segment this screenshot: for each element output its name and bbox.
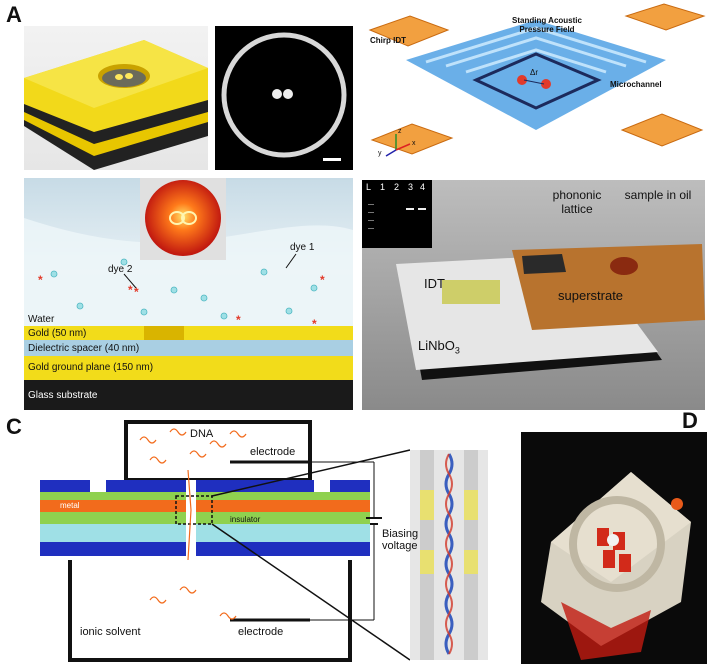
label-delta-r: Δr — [530, 68, 539, 77]
svg-text:*: * — [134, 285, 139, 299]
label-linbo3-sub: 3 — [454, 345, 460, 356]
label-sample-in-oil: sample in oil — [624, 188, 692, 202]
panel-label-d: D — [682, 408, 698, 433]
label-linbo3-main: LiNbO — [418, 338, 455, 353]
gel-lane-2: 2 — [394, 182, 400, 192]
label-dna: DNA — [190, 428, 214, 440]
svg-text:*: * — [38, 273, 43, 287]
gel-lane-l: L — [366, 182, 372, 192]
gel-lane-4: 4 — [420, 182, 426, 192]
svg-text:*: * — [312, 317, 317, 331]
label-linbo3: LiNbO3 — [418, 338, 460, 356]
axis-z-label: z — [398, 128, 402, 135]
panel-label-a: A — [6, 2, 22, 27]
label-idt: IDT — [424, 276, 445, 291]
label-electrode-top: electrode — [250, 446, 296, 458]
label-phononic-lattice: phononic lattice — [552, 188, 602, 216]
label-biasing-voltage: Biasing voltage — [382, 528, 419, 552]
scale-bar — [323, 158, 341, 161]
label-dye-1: dye 1 — [290, 242, 315, 253]
label-metal: metal — [60, 501, 80, 510]
panel-a-layer-schematic: *** *** * dye 2 dye 1 Water Gold (50 nm)… — [24, 178, 353, 410]
layer-label-gold: Gold (50 nm) — [28, 328, 87, 339]
label-superstrate: superstrate — [558, 288, 624, 303]
panel-b-device-rendering: L 1 2 3 4 phononic lattice sample in oil… — [362, 180, 705, 410]
axis-x-label: x — [412, 140, 416, 147]
panel-a-fluorescence-inset — [140, 178, 226, 260]
layer-label-dielectric: Dielectric spacer (40 nm) — [28, 343, 140, 354]
layer-label-ground-plane: Gold ground plane (150 nm) — [28, 362, 154, 373]
gel-lane-1: 1 — [380, 182, 386, 192]
layer-label-glass: Glass substrate — [28, 390, 98, 401]
gel-lane-3: 3 — [408, 182, 414, 192]
layer-label-water: Water — [28, 314, 55, 325]
svg-text:*: * — [128, 283, 133, 297]
panel-c-nanopore-schematic: DNA electrode metal insulator Biasing vo… — [30, 420, 490, 664]
svg-text:*: * — [320, 273, 325, 287]
panel-b-saw-schematic: Standing Acoustic Pressure Field Chirp I… — [366, 0, 709, 172]
panel-a-3d-chip-rendering — [24, 26, 208, 170]
label-standing-field: Standing Acoustic Pressure Field — [512, 16, 582, 34]
label-insulator: insulator — [230, 515, 261, 524]
axis-y-label: y — [378, 150, 382, 157]
gel-electrophoresis-inset: L 1 2 3 4 — [362, 180, 432, 248]
label-electrode-bottom: electrode — [238, 626, 284, 638]
label-microchannel: Microchannel — [610, 80, 662, 89]
panel-a-micrograph — [215, 26, 353, 170]
svg-text:*: * — [236, 313, 241, 327]
panel-d-photo — [521, 432, 707, 664]
label-dye-2: dye 2 — [108, 264, 133, 275]
label-chirp-idt: Chirp IDT — [370, 36, 406, 45]
label-ionic-solvent: ionic solvent — [80, 626, 141, 638]
panel-label-c: C — [6, 414, 22, 439]
